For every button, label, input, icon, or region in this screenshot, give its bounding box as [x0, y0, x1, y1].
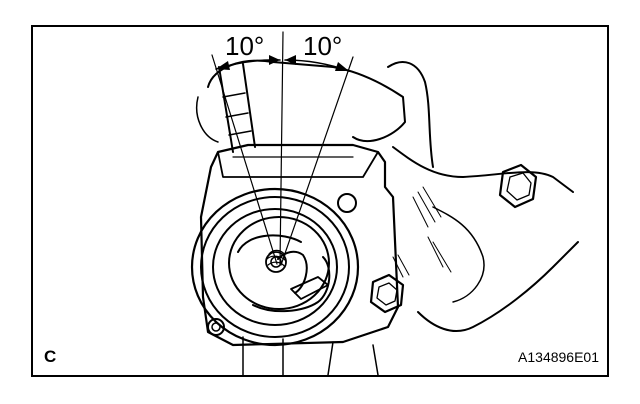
- angle-label-right: 10°: [303, 31, 343, 61]
- arrowhead-left-outer: [216, 61, 230, 70]
- thermostat-valve-ring: [228, 216, 330, 310]
- right-upper-contour: [387, 61, 434, 168]
- left-pipe-bands: [222, 92, 252, 136]
- housing-ring-2: [200, 196, 350, 338]
- illustration-frame: 10° 10° C A134896E01: [31, 25, 609, 377]
- left-pipe: [218, 63, 256, 153]
- valve-center-inner: [270, 256, 282, 268]
- top-right-boss: [337, 193, 357, 213]
- left-pipe-hose: [196, 96, 219, 143]
- engine-body-lower: [417, 241, 579, 332]
- valve-center: [265, 251, 287, 273]
- casting-edge-inner: [432, 206, 485, 303]
- housing-block-shoulder: [217, 151, 379, 178]
- arrowhead-right-inner: [285, 55, 296, 65]
- arrowhead-left-inner: [269, 55, 280, 65]
- casting-edge-bottom: [242, 336, 379, 375]
- housing-outer-ring: [190, 187, 360, 347]
- hatching: [392, 186, 452, 278]
- jiggle-valve-bracket: [290, 276, 329, 300]
- angle-label-left: 10°: [225, 31, 265, 61]
- figure-code: A134896E01: [518, 349, 599, 365]
- thermostat-frame: [237, 234, 331, 313]
- reference-line-left: [211, 54, 278, 265]
- bottom-left-boss: [207, 318, 225, 336]
- corner-letter: C: [44, 347, 57, 366]
- reference-line-center: [279, 31, 284, 265]
- hex-bolt-lower: [369, 273, 405, 314]
- hex-bolt-upper: [498, 163, 538, 209]
- arrowhead-right-outer: [335, 62, 349, 71]
- thermostat-housing-drawing: [190, 31, 579, 375]
- reference-line-right: [280, 56, 354, 266]
- gasket-ring: [212, 208, 338, 326]
- housing-block: [199, 143, 400, 347]
- engine-body-outline: [392, 146, 574, 193]
- upper-pipe-outline: [207, 59, 406, 142]
